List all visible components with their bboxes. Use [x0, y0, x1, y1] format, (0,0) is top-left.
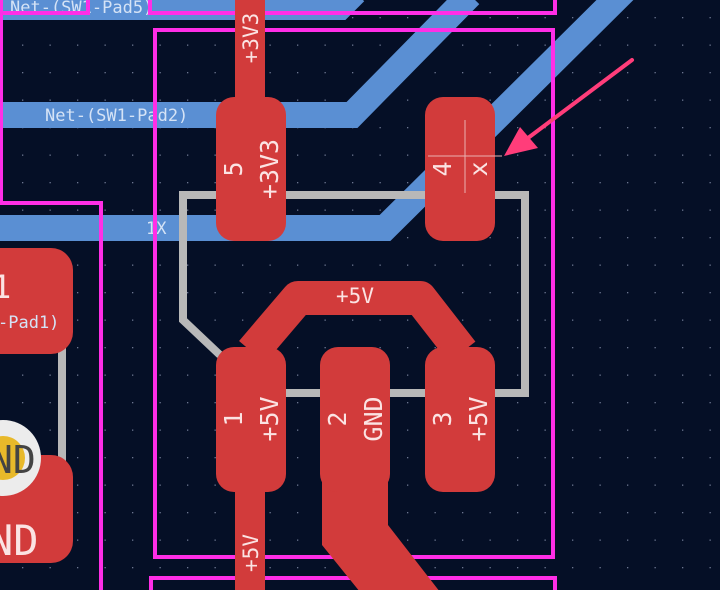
pad-4-number: 4 [428, 161, 457, 176]
crosshair-icon [428, 120, 502, 193]
trace-net-sw1-pad5[interactable] [0, 0, 365, 20]
pad-3[interactable] [425, 347, 495, 492]
pad-1[interactable] [216, 347, 286, 492]
pad-5-net: +3V3 [255, 139, 284, 199]
pad-5[interactable] [216, 97, 286, 241]
pad-2[interactable] [320, 347, 390, 492]
net-label-sw1-pad2: Net-(SW1-Pad2) [45, 106, 188, 126]
courtyard-left [0, 201, 103, 590]
trace-gnd[interactable] [322, 480, 440, 590]
pad-2-net: GND [359, 396, 388, 441]
left-pad-net: -Pad1) [0, 313, 59, 333]
pad-4[interactable] [425, 97, 495, 241]
pad-5-number: 5 [219, 161, 248, 176]
trace-plus3v3[interactable] [235, 0, 265, 108]
left-pad-gnd-label: ND [0, 516, 39, 565]
net-label-sw1-pad5: Net-(SW1-Pad5) [10, 0, 153, 18]
pad-2-number: 2 [323, 411, 352, 426]
left-pad-number: 1 [0, 268, 11, 306]
pad-3-number: 3 [428, 411, 457, 426]
trace-net-1x[interactable] [0, 0, 634, 241]
label-plus5v-trace: +5V [336, 284, 374, 308]
courtyard-top-right [148, 0, 557, 15]
pad-4-net: x [464, 161, 493, 176]
label-plus5v-trace-down: +5V [239, 534, 263, 572]
trace-plus5v[interactable] [239, 281, 476, 364]
label-plus3v3-trace: +3V3 [239, 13, 263, 64]
left-pad-1[interactable] [0, 248, 73, 354]
pad-3-net: +5V [464, 396, 493, 441]
trace-net-sw1-pad2[interactable] [0, 0, 480, 128]
via-label: ND [0, 438, 36, 482]
pad-1-net: +5V [255, 396, 284, 441]
annotation-arrow-icon [504, 58, 634, 156]
via-gnd-hole [0, 436, 25, 480]
pad-1-number: 1 [219, 411, 248, 426]
trace-plus5v-down[interactable] [235, 480, 265, 590]
courtyard-top [0, 0, 90, 15]
